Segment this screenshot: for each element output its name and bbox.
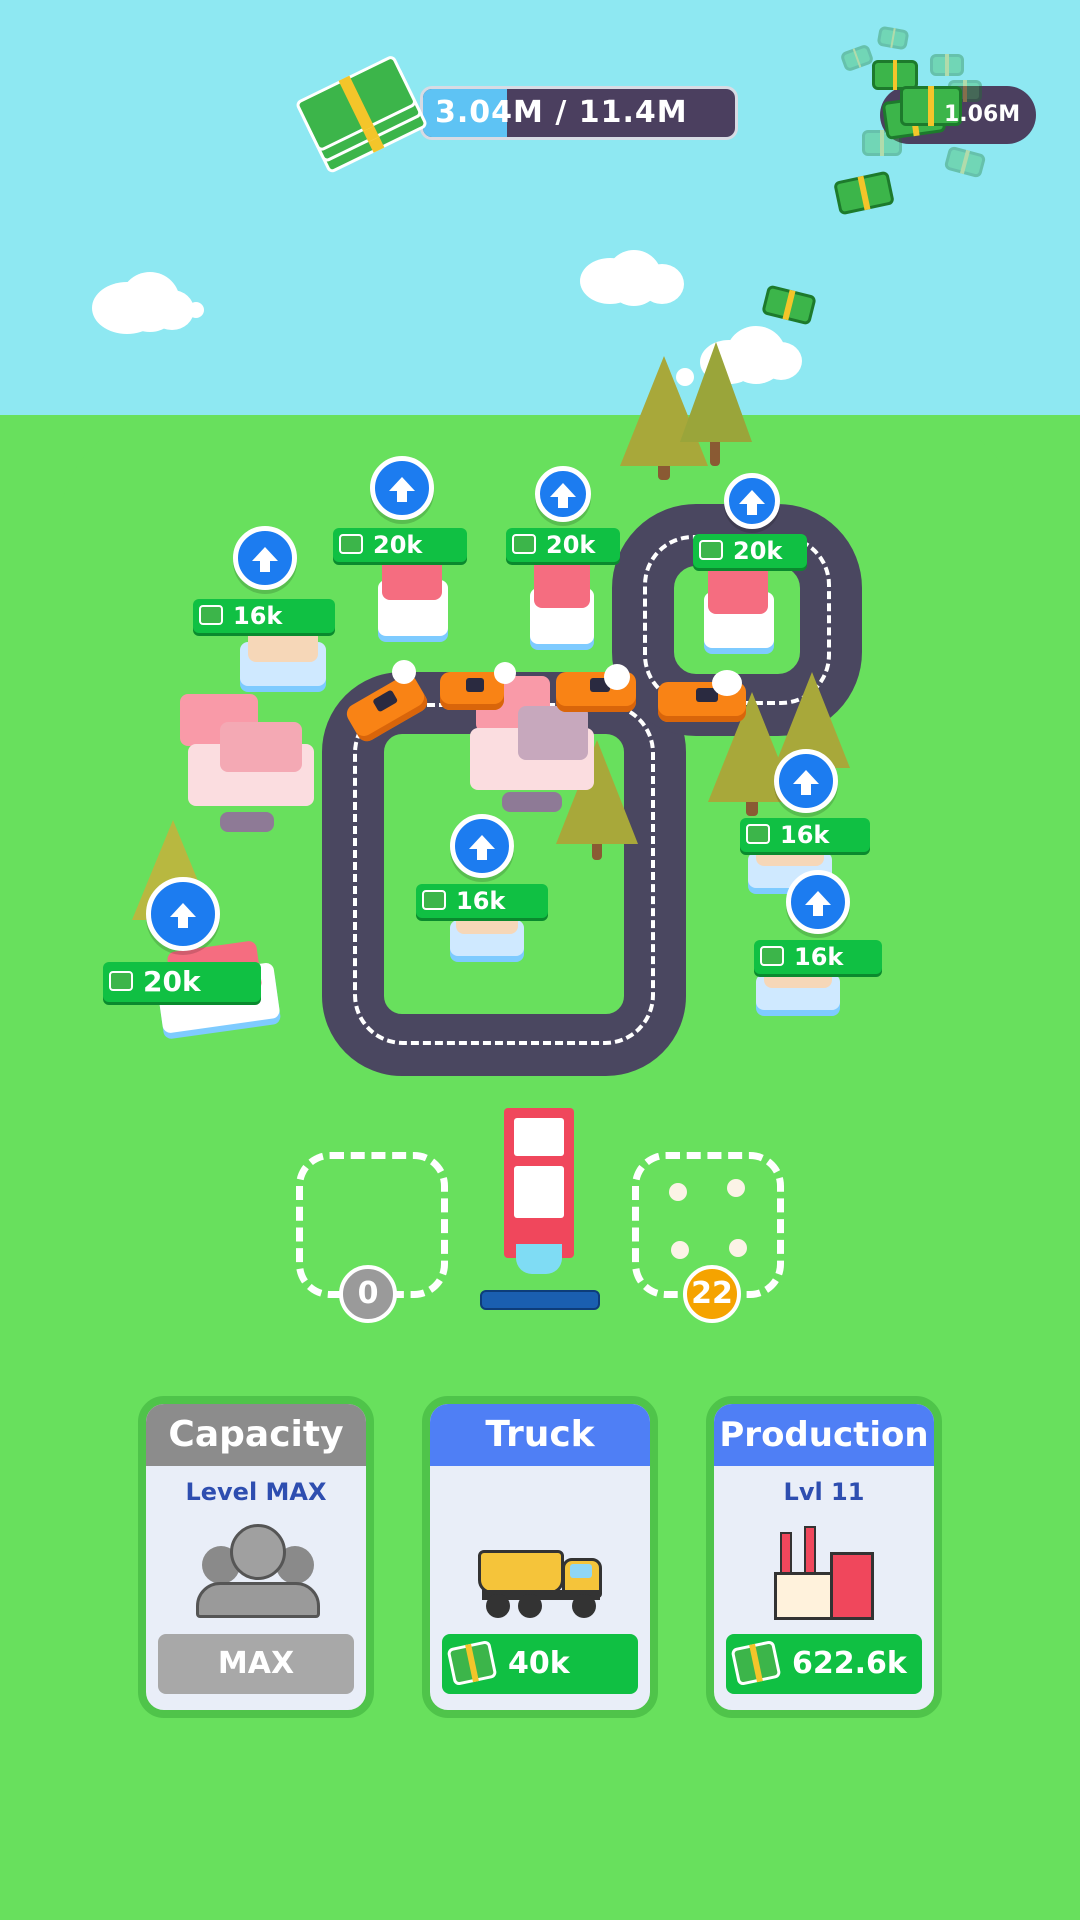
tree [680, 342, 752, 466]
cash-icon [199, 605, 223, 625]
upgrade-arrow-icon[interactable] [146, 877, 220, 951]
workers-icon [196, 1516, 320, 1620]
factory-progress-bar [480, 1290, 600, 1310]
upgrade-price-tag[interactable]: 16k [754, 940, 882, 974]
house-building[interactable] [180, 694, 320, 834]
cash-icon [730, 1639, 782, 1687]
upgrade-arrow-icon[interactable] [370, 456, 434, 520]
cash-stack-icon [292, 44, 440, 179]
upgrade-price-tag[interactable]: 20k [693, 534, 807, 568]
upgrade-arrow-icon[interactable] [774, 749, 838, 813]
upgrade-price-tag[interactable]: 16k [193, 599, 335, 633]
capacity-card-level: Level MAX [185, 1478, 327, 1506]
money-progress-text: 3.04M / 11.4M [435, 95, 688, 130]
capacity-max-button[interactable]: MAX [158, 1634, 354, 1694]
production-card-title: Production [714, 1404, 934, 1466]
cash-icon [446, 1639, 498, 1687]
capacity-card-title: Capacity [146, 1404, 366, 1466]
capacity-card[interactable]: Capacity Level MAX MAX [138, 1396, 374, 1718]
upgrade-price-tag[interactable]: 20k [506, 528, 620, 562]
factory-building[interactable] [504, 1108, 576, 1278]
production-card[interactable]: Production Lvl 11 622.6k [706, 1396, 942, 1718]
upgrade-arrow-icon[interactable] [450, 814, 514, 878]
cash-icon [422, 890, 446, 910]
upgrade-arrow-icon[interactable] [535, 466, 591, 522]
upgrade-price-tag[interactable]: 20k [103, 962, 261, 1002]
truck-card-title: Truck [430, 1404, 650, 1466]
upgrade-price-tag[interactable]: 20k [333, 528, 467, 562]
money-progress-fill [423, 89, 508, 137]
truck-card[interactable]: Truck 40k [422, 1396, 658, 1718]
house-building[interactable] [528, 548, 598, 648]
upgrade-arrow-icon[interactable] [233, 526, 297, 590]
cash-icon [109, 971, 133, 991]
upgrade-price-tag[interactable]: 16k [740, 818, 870, 852]
cash-icon [699, 540, 723, 560]
upgrade-arrow-icon[interactable] [786, 870, 850, 934]
factory-icon [774, 1522, 878, 1622]
money-progress-bar [420, 86, 738, 140]
upgrade-arrow-icon[interactable] [724, 473, 780, 529]
production-upgrade-button[interactable]: 622.6k [726, 1634, 922, 1694]
right-storage-count: 22 [683, 1265, 741, 1323]
upgrade-price-tag[interactable]: 16k [416, 884, 548, 918]
house-building[interactable] [470, 676, 598, 816]
cash-icon [746, 824, 770, 844]
production-card-level: Lvl 11 [783, 1478, 865, 1506]
cash-icon [760, 946, 784, 966]
left-storage-count: 0 [339, 1265, 397, 1323]
dump-truck-icon [478, 1542, 608, 1622]
cash-icon [512, 534, 536, 554]
house-building[interactable] [702, 552, 778, 652]
truck-upgrade-button[interactable]: 40k [442, 1634, 638, 1694]
cash-icon [339, 534, 363, 554]
total-money-text: 1.06M [944, 102, 1021, 127]
